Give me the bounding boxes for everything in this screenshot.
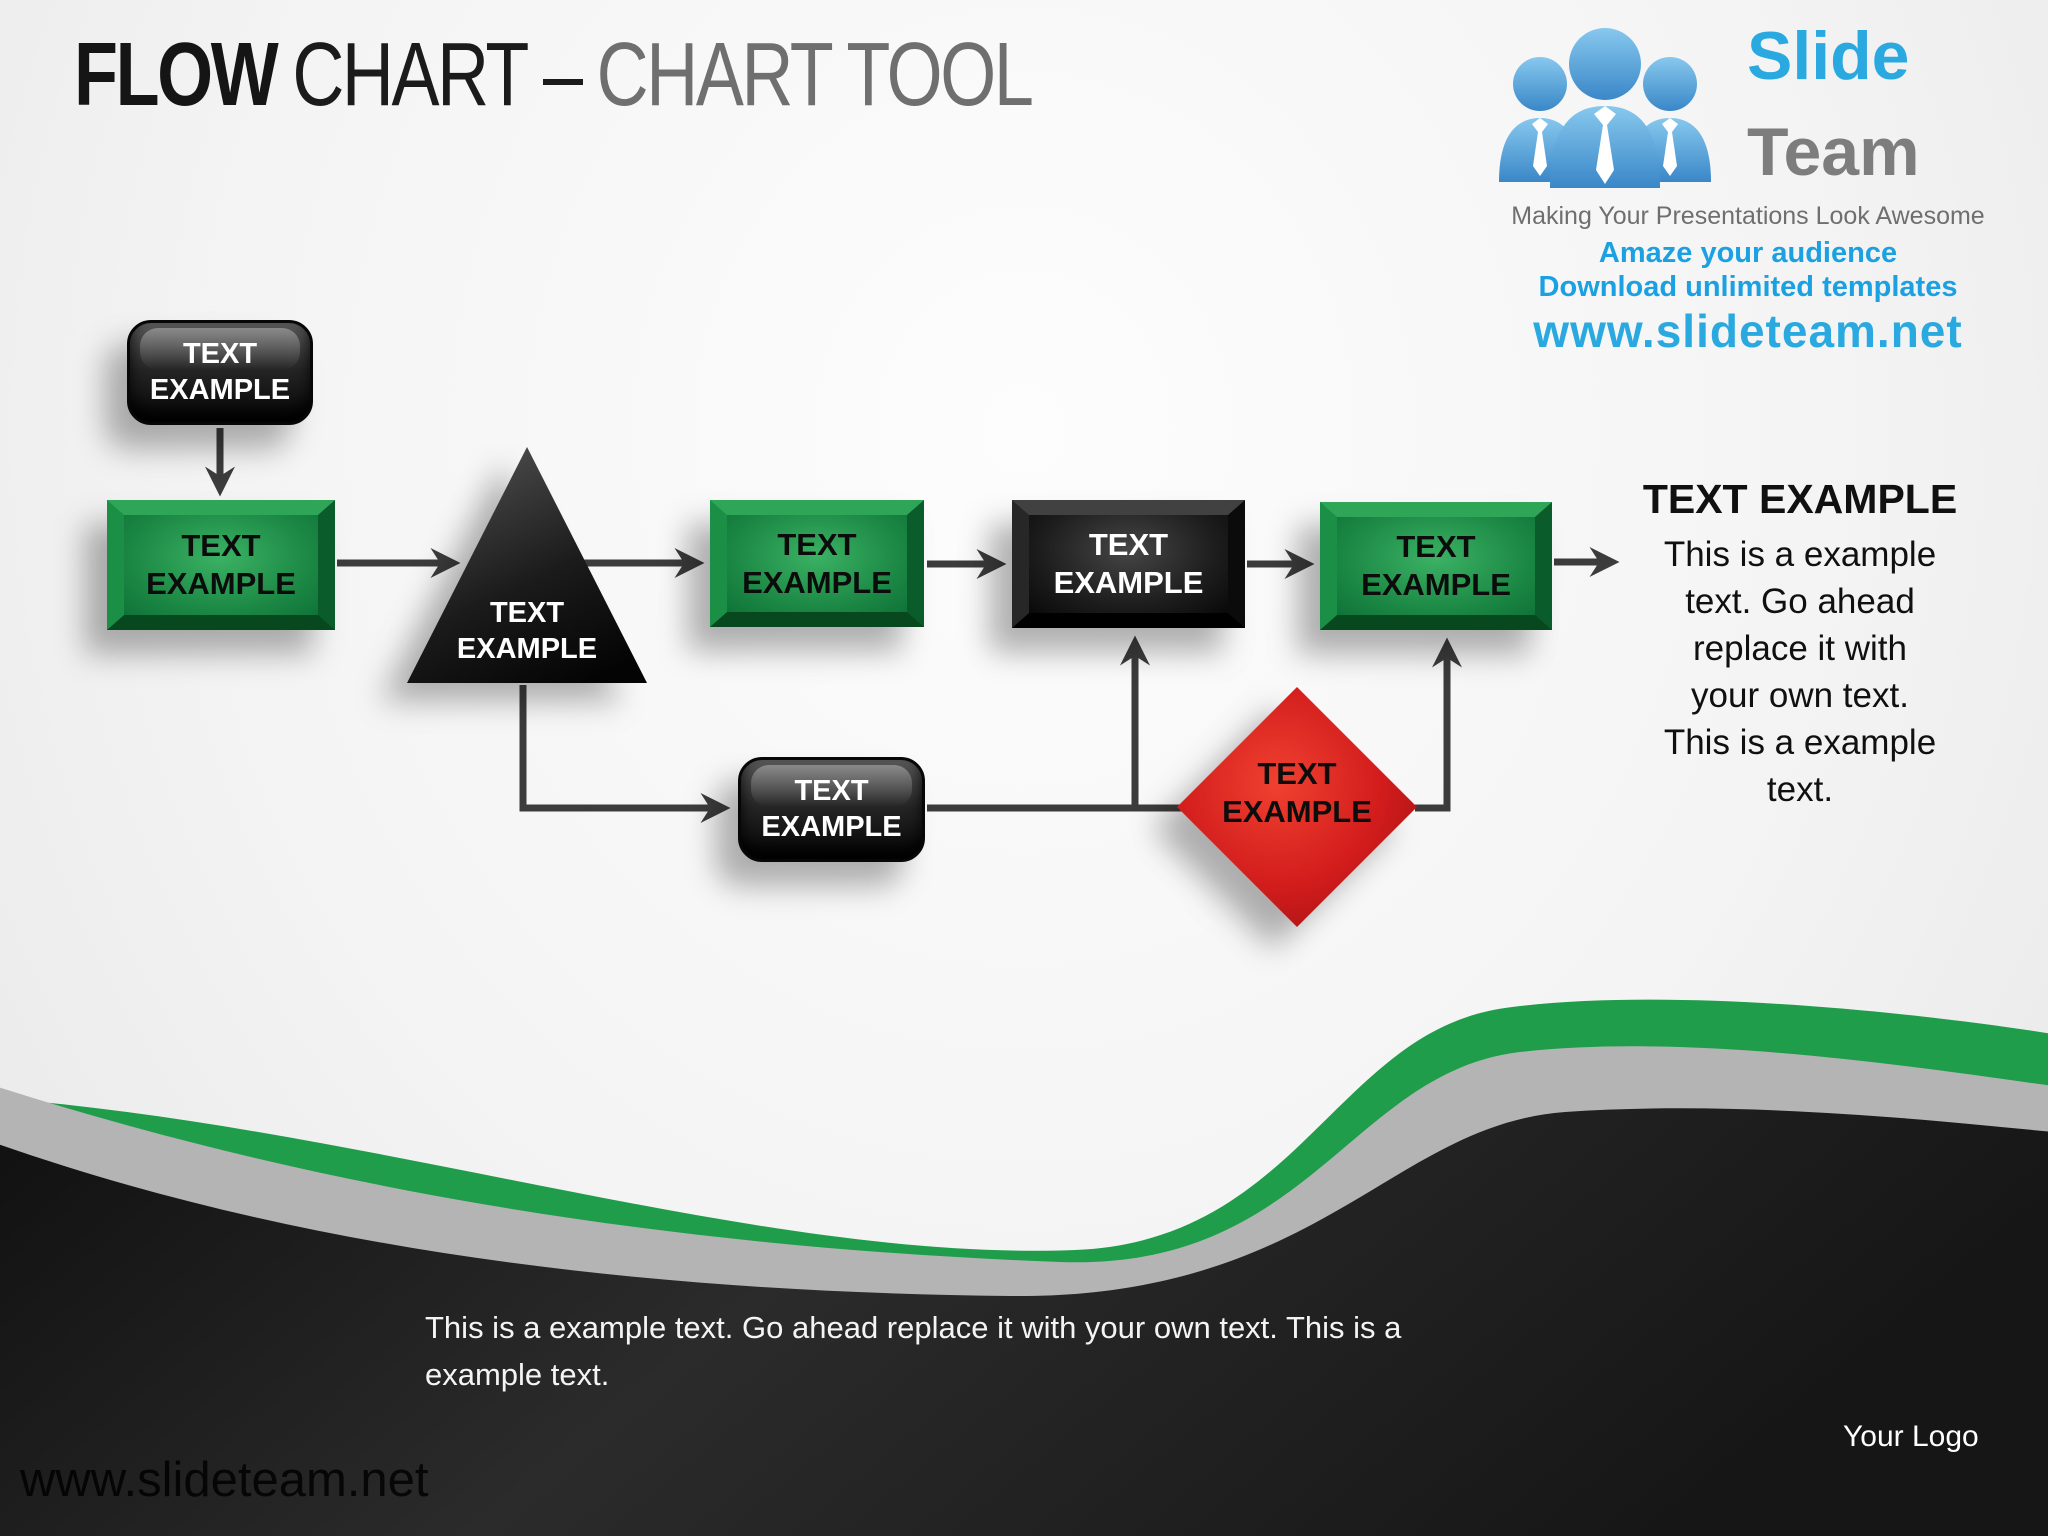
footer-note: This is a example text. Go ahead replace… [425,1304,1725,1398]
title-word-flow: FLOW [74,25,279,125]
bottom-wave-decoration [0,999,2048,1536]
annotation-line: text. [1766,770,1834,809]
annotation-line: replace it with [1693,629,1907,668]
node-label: TEXT EXAMPLE [1053,527,1204,600]
logo-promo-1: Amaze your audience [1598,237,1898,269]
node-label: TEXT EXAMPLE [149,338,291,406]
footer-note-line: This is a example text. Go ahead replace… [425,1310,1402,1345]
node-start[interactable]: TEXT EXAMPLE [127,320,313,425]
node-step2[interactable]: TEXT EXAMPLE [710,500,924,627]
annotation-line: This is a example [1663,723,1937,762]
node-decision-triangle[interactable]: TEXT EXAMPLE [407,447,647,683]
annotation-block[interactable]: TEXT EXAMPLE This is a example text. Go … [1618,476,1982,813]
logo-name-slide: Slide [1747,18,1910,94]
logo-promo-2: Download unlimited templates [1538,271,1958,303]
your-logo-placeholder[interactable]: Your Logo [1843,1420,1979,1453]
black-swoosh [0,1108,2048,1536]
logo-tagline: Making Your Presentations Look Awesome [1511,202,1985,230]
logo-name: Slide Team [1747,22,1920,186]
triangle-shape: TEXT EXAMPLE [407,447,647,683]
logo-promos: Amaze your audience Download unlimited t… [1452,236,2044,358]
connector-diamond-to-step4 [1415,637,1462,812]
node-label: TEXT EXAMPLE [1361,529,1511,602]
people-icon [1499,28,1711,188]
annotation-line: your own text. [1691,676,1909,715]
node-label: TEXT EXAMPLE [742,526,892,600]
node-label: TEXT EXAMPLE [456,597,598,665]
connector-triangle-to-substep [519,685,731,823]
logo-url[interactable]: www.slideteam.net [1533,305,1963,357]
node-label: TEXT EXAMPLE [1222,756,1372,829]
node-label: TEXT EXAMPLE [146,528,296,601]
footer-website-link[interactable]: www.slideteam.net [20,1453,429,1507]
node-label: TEXT EXAMPLE [761,775,902,843]
node-substep[interactable]: TEXT EXAMPLE [738,757,925,862]
node-step4[interactable]: TEXT EXAMPLE [1320,502,1552,630]
annotation-line: text. Go ahead [1685,582,1915,621]
title-dash: – [543,25,583,125]
footer-note-line: example text. [425,1357,610,1392]
annotation-heading: TEXT EXAMPLE [1642,476,1958,522]
diamond-shape: TEXT EXAMPLE [1177,687,1417,927]
title-word-chart: CHART [292,25,529,125]
node-decision-diamond[interactable]: TEXT EXAMPLE [1177,687,1417,927]
node-step1[interactable]: TEXT EXAMPLE [107,500,335,630]
logo-name-team: Team [1747,114,1920,190]
annotation-line: This is a example [1663,535,1937,574]
title-word-chart-tool: CHART TOOL [596,25,1034,125]
node-step3[interactable]: TEXT EXAMPLE [1012,500,1245,628]
